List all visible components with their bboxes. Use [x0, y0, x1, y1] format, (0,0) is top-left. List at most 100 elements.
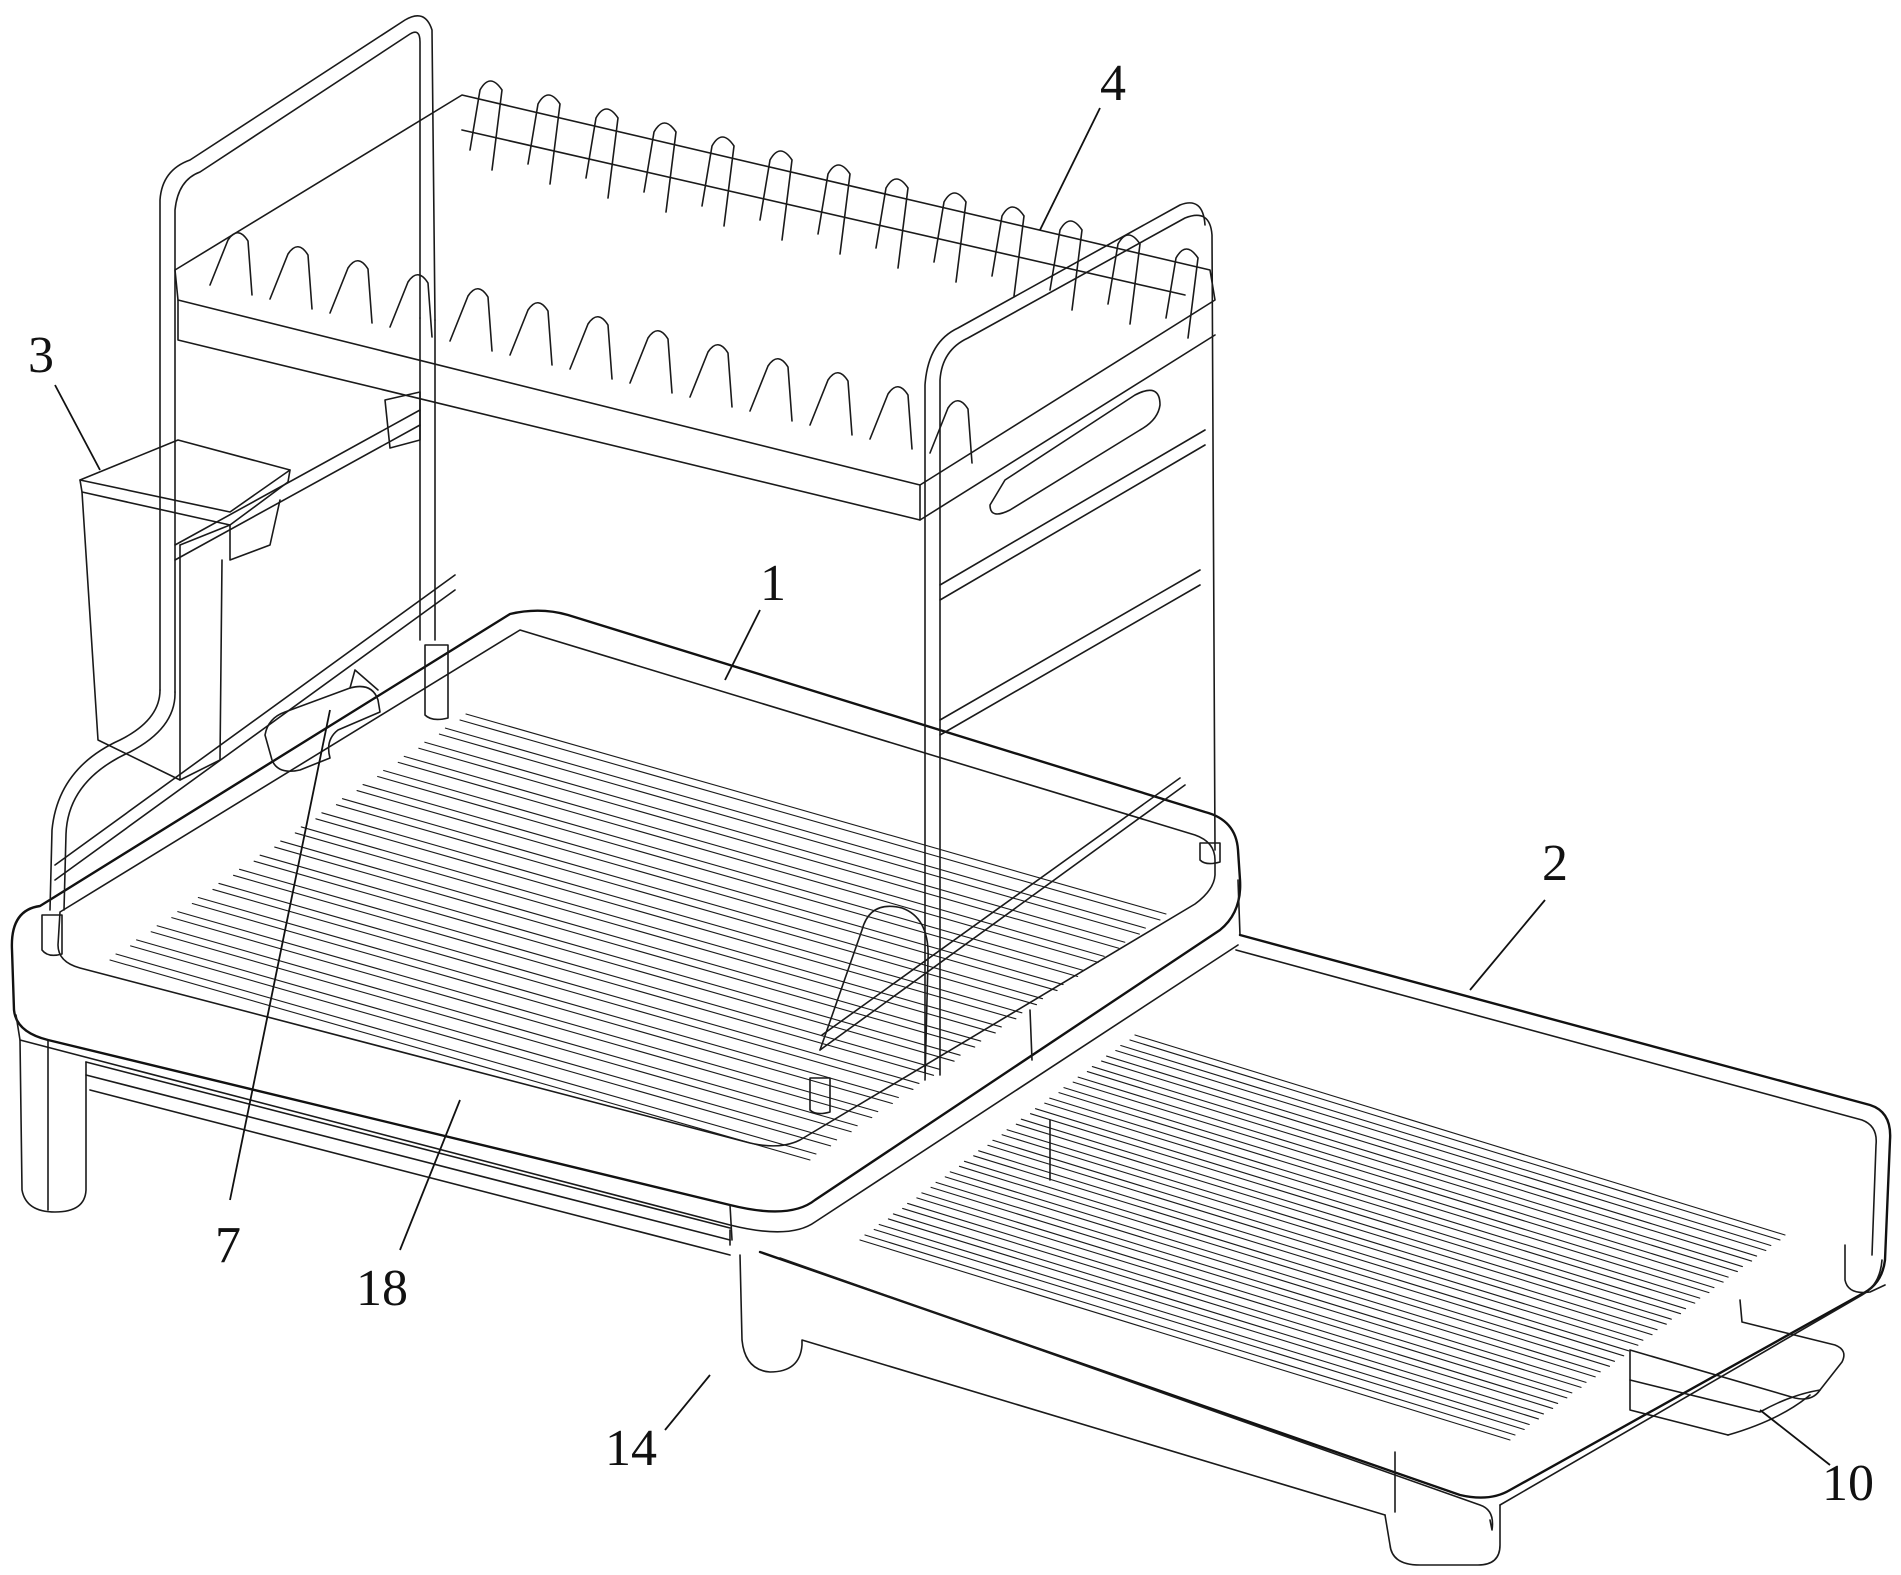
leader-14: [664, 1374, 711, 1431]
drip-rib: [1029, 1113, 1682, 1315]
drip-rib: [1120, 1044, 1772, 1247]
drip-rib: [280, 840, 982, 1042]
drip-rib: [459, 719, 1161, 921]
drip-rib: [1091, 1066, 1743, 1268]
drip-rib: [1001, 1134, 1653, 1336]
drip-rib: [892, 1213, 1544, 1415]
drip-rib: [177, 911, 879, 1113]
dish-tine: [875, 178, 909, 269]
drip-rib: [1058, 1092, 1710, 1294]
drip-rib: [1049, 1097, 1701, 1299]
label-4: 4: [1100, 55, 1126, 112]
drip-rib: [403, 755, 1105, 957]
drip-rib: [294, 832, 996, 1034]
dish-tine: [585, 108, 619, 199]
dish-tine: [643, 122, 677, 213]
drip-rib: [1015, 1123, 1667, 1325]
wire-frame: [41, 14, 1221, 1115]
dish-tine: [1165, 248, 1199, 339]
drip-rib: [1063, 1087, 1715, 1289]
dish-tine: [1107, 234, 1141, 325]
leader-4: [1039, 107, 1101, 231]
drip-rib: [397, 761, 1099, 963]
drip-rib: [973, 1155, 1625, 1357]
drip-rib: [878, 1223, 1530, 1426]
label-10: 10: [1822, 1455, 1874, 1512]
drip-rib: [1072, 1081, 1724, 1283]
label-7: 7: [215, 1217, 241, 1274]
drip-rib: [935, 1181, 1587, 1383]
drip-rib: [315, 818, 1017, 1020]
drip-rib: [335, 804, 1038, 1006]
drip-rib: [156, 925, 858, 1127]
label-14: 14: [605, 1420, 657, 1477]
main-drip-tray: [10, 609, 1242, 1256]
drip-rib: [1086, 1071, 1738, 1273]
drip-rib: [887, 1218, 1539, 1420]
drip-rib: [949, 1171, 1601, 1373]
drip-rib: [1115, 1049, 1767, 1252]
dish-tine: [933, 192, 967, 283]
drip-rib: [963, 1160, 1616, 1362]
drip-rib: [1034, 1108, 1687, 1310]
drip-rib: [377, 775, 1079, 978]
drip-rib: [944, 1176, 1596, 1378]
drip-rib: [958, 1165, 1611, 1367]
dish-tine: [1049, 220, 1083, 311]
drip-ribs-extension: [859, 1034, 1786, 1441]
drip-rib: [1006, 1129, 1658, 1331]
extension-tray: [739, 933, 1892, 1566]
drip-rib: [1020, 1118, 1672, 1320]
drip-ribs-main: [109, 713, 1167, 1161]
dish-tine: [689, 343, 733, 408]
drip-rib: [130, 945, 832, 1147]
leader-3: [54, 384, 101, 471]
drip-rib: [300, 826, 1002, 1028]
drip-rib: [1077, 1076, 1729, 1278]
label-18: 18: [356, 1260, 408, 1317]
utensil-holder: [79, 391, 421, 781]
drip-rib: [383, 769, 1085, 972]
dish-tine: [809, 371, 853, 436]
drip-rib: [978, 1150, 1630, 1352]
drip-rib: [341, 798, 1044, 1000]
dish-tine: [269, 245, 313, 310]
drip-rib: [191, 902, 893, 1105]
label-3: 3: [28, 327, 54, 384]
leader-lines: [54, 107, 1831, 1466]
drip-rib: [921, 1192, 1573, 1394]
dish-tine: [629, 329, 673, 394]
drip-rib: [150, 931, 852, 1133]
drip-rib: [987, 1144, 1639, 1346]
drip-rib: [171, 917, 873, 1119]
dish-tine: [817, 164, 851, 255]
drip-rib: [873, 1228, 1525, 1431]
drip-rib: [321, 812, 1023, 1014]
dish-tine: [449, 287, 493, 352]
cup-holder: [264, 669, 381, 773]
drip-rib: [115, 953, 817, 1155]
dish-tine: [869, 385, 913, 450]
drip-rib: [1134, 1034, 1786, 1236]
drip-rib: [992, 1139, 1644, 1341]
dish-tine: [329, 259, 373, 324]
drip-rib: [232, 874, 935, 1076]
drip-rib: [109, 959, 811, 1161]
drip-rib: [238, 868, 941, 1070]
label-1: 1: [760, 555, 786, 612]
drip-rib: [902, 1207, 1554, 1409]
dish-tine: [469, 80, 503, 171]
dish-tine: [569, 315, 613, 380]
dish-tine: [759, 150, 793, 241]
drip-rib: [1106, 1055, 1758, 1257]
drip-rib: [916, 1197, 1568, 1399]
dish-tine: [389, 273, 433, 338]
drip-rib: [907, 1202, 1559, 1404]
drip-rib: [424, 741, 1126, 943]
drip-rib: [274, 846, 976, 1048]
drip-rib: [438, 733, 1140, 935]
leader-2: [1469, 899, 1546, 991]
dish-tine: [509, 301, 553, 366]
drip-rib: [859, 1239, 1511, 1441]
drip-rib: [136, 939, 838, 1141]
